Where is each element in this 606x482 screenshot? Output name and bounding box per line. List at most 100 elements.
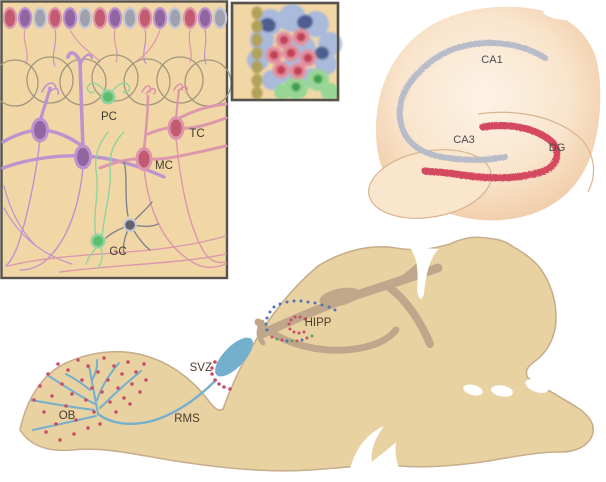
cell-soma (65, 9, 75, 27)
cell-soma (80, 9, 90, 27)
brain-silhouette (19, 236, 594, 472)
dot (100, 390, 104, 394)
dot (213, 360, 217, 364)
dot (298, 315, 302, 319)
dot (217, 382, 221, 386)
label-tc: TC (189, 128, 204, 140)
mitral-cell-soma (138, 150, 150, 168)
cell-soma (125, 9, 135, 27)
dot (280, 338, 284, 342)
dot (116, 386, 120, 390)
dot (86, 426, 90, 430)
dot (264, 322, 268, 326)
label-gc: GC (109, 246, 126, 258)
dot (114, 410, 118, 414)
dot (120, 372, 124, 376)
glomerulus-cell-clusters (247, 4, 342, 101)
dot (285, 339, 289, 343)
cell-soma (50, 9, 60, 27)
cell-soma (215, 9, 225, 27)
dot (102, 356, 106, 360)
dot (80, 378, 84, 382)
dot (306, 300, 310, 304)
dot (66, 368, 70, 372)
rms-stream (96, 378, 218, 425)
glomerulus-panel-border (230, 1, 340, 102)
sagittal-brain: OB RMS SVZ HIPP (19, 236, 594, 476)
dot (144, 378, 148, 382)
cell-soma (140, 9, 150, 27)
dot (130, 382, 134, 386)
dot (285, 300, 289, 304)
dot (46, 372, 50, 376)
cell-soma (5, 9, 15, 27)
dot (92, 410, 96, 414)
dot (228, 387, 232, 391)
cell-soma (170, 9, 180, 27)
dot (270, 335, 274, 339)
label-svz: SVZ (190, 362, 212, 374)
dot (108, 400, 112, 404)
dot (50, 394, 54, 398)
periglomerular-cell-soma (103, 92, 113, 102)
dot (293, 315, 297, 319)
glomerulus-circle (0, 59, 39, 107)
dot (122, 396, 126, 400)
dot (42, 410, 46, 414)
glomerulus-circle (156, 56, 204, 104)
ob-circuit-panel: PC TC MC GC (0, 0, 232, 280)
cell-soma (95, 9, 105, 27)
dot (210, 366, 214, 370)
dot (290, 339, 294, 343)
dot (38, 384, 42, 388)
dot (44, 430, 48, 434)
brain-fissures (348, 247, 549, 476)
label-ca1: CA1 (481, 54, 502, 66)
projection-neuron-processes (1, 51, 228, 273)
svz-dots (210, 360, 232, 391)
dot (295, 339, 299, 343)
dot (210, 372, 214, 376)
dot (299, 299, 303, 303)
inset-contour-line (477, 111, 595, 193)
label-dg: DG (549, 142, 566, 154)
dot (213, 378, 217, 382)
tufted-cell-soma (170, 119, 182, 137)
mitral-cell-purple-2 (77, 148, 89, 166)
dot (305, 336, 309, 340)
cell-soma (155, 9, 165, 27)
dot (54, 422, 58, 426)
dot (134, 370, 138, 374)
dot (333, 308, 337, 312)
dot (292, 330, 296, 334)
dark-blue-cells (260, 14, 329, 60)
dot (112, 364, 116, 368)
dot (300, 338, 304, 342)
sensory-neuron-row (2, 7, 228, 29)
dot (106, 378, 110, 382)
hipp-blue-dots (264, 299, 337, 332)
dot (70, 392, 74, 396)
inset-cell-bands (396, 40, 561, 182)
ca-band (396, 40, 548, 163)
dot (128, 402, 132, 406)
dot (138, 390, 142, 394)
label-mc: MC (155, 160, 173, 172)
dot (265, 328, 269, 332)
glomerulus-inset-panel (230, 1, 342, 102)
dot (126, 360, 130, 364)
dot (313, 301, 317, 305)
dot (74, 418, 78, 422)
dot (32, 398, 36, 402)
dot (268, 310, 272, 314)
dot (72, 432, 76, 436)
label-rms: RMS (174, 413, 200, 425)
projection-neuron-somata (31, 89, 185, 249)
hipp-red-dots (287, 315, 307, 335)
glomerulus-circle (26, 56, 74, 104)
short-axon-cell-soma (125, 220, 135, 230)
glomerulus-circle (91, 54, 139, 102)
dot (142, 362, 146, 366)
label-pc: PC (101, 111, 117, 123)
cell-soma (110, 9, 120, 27)
